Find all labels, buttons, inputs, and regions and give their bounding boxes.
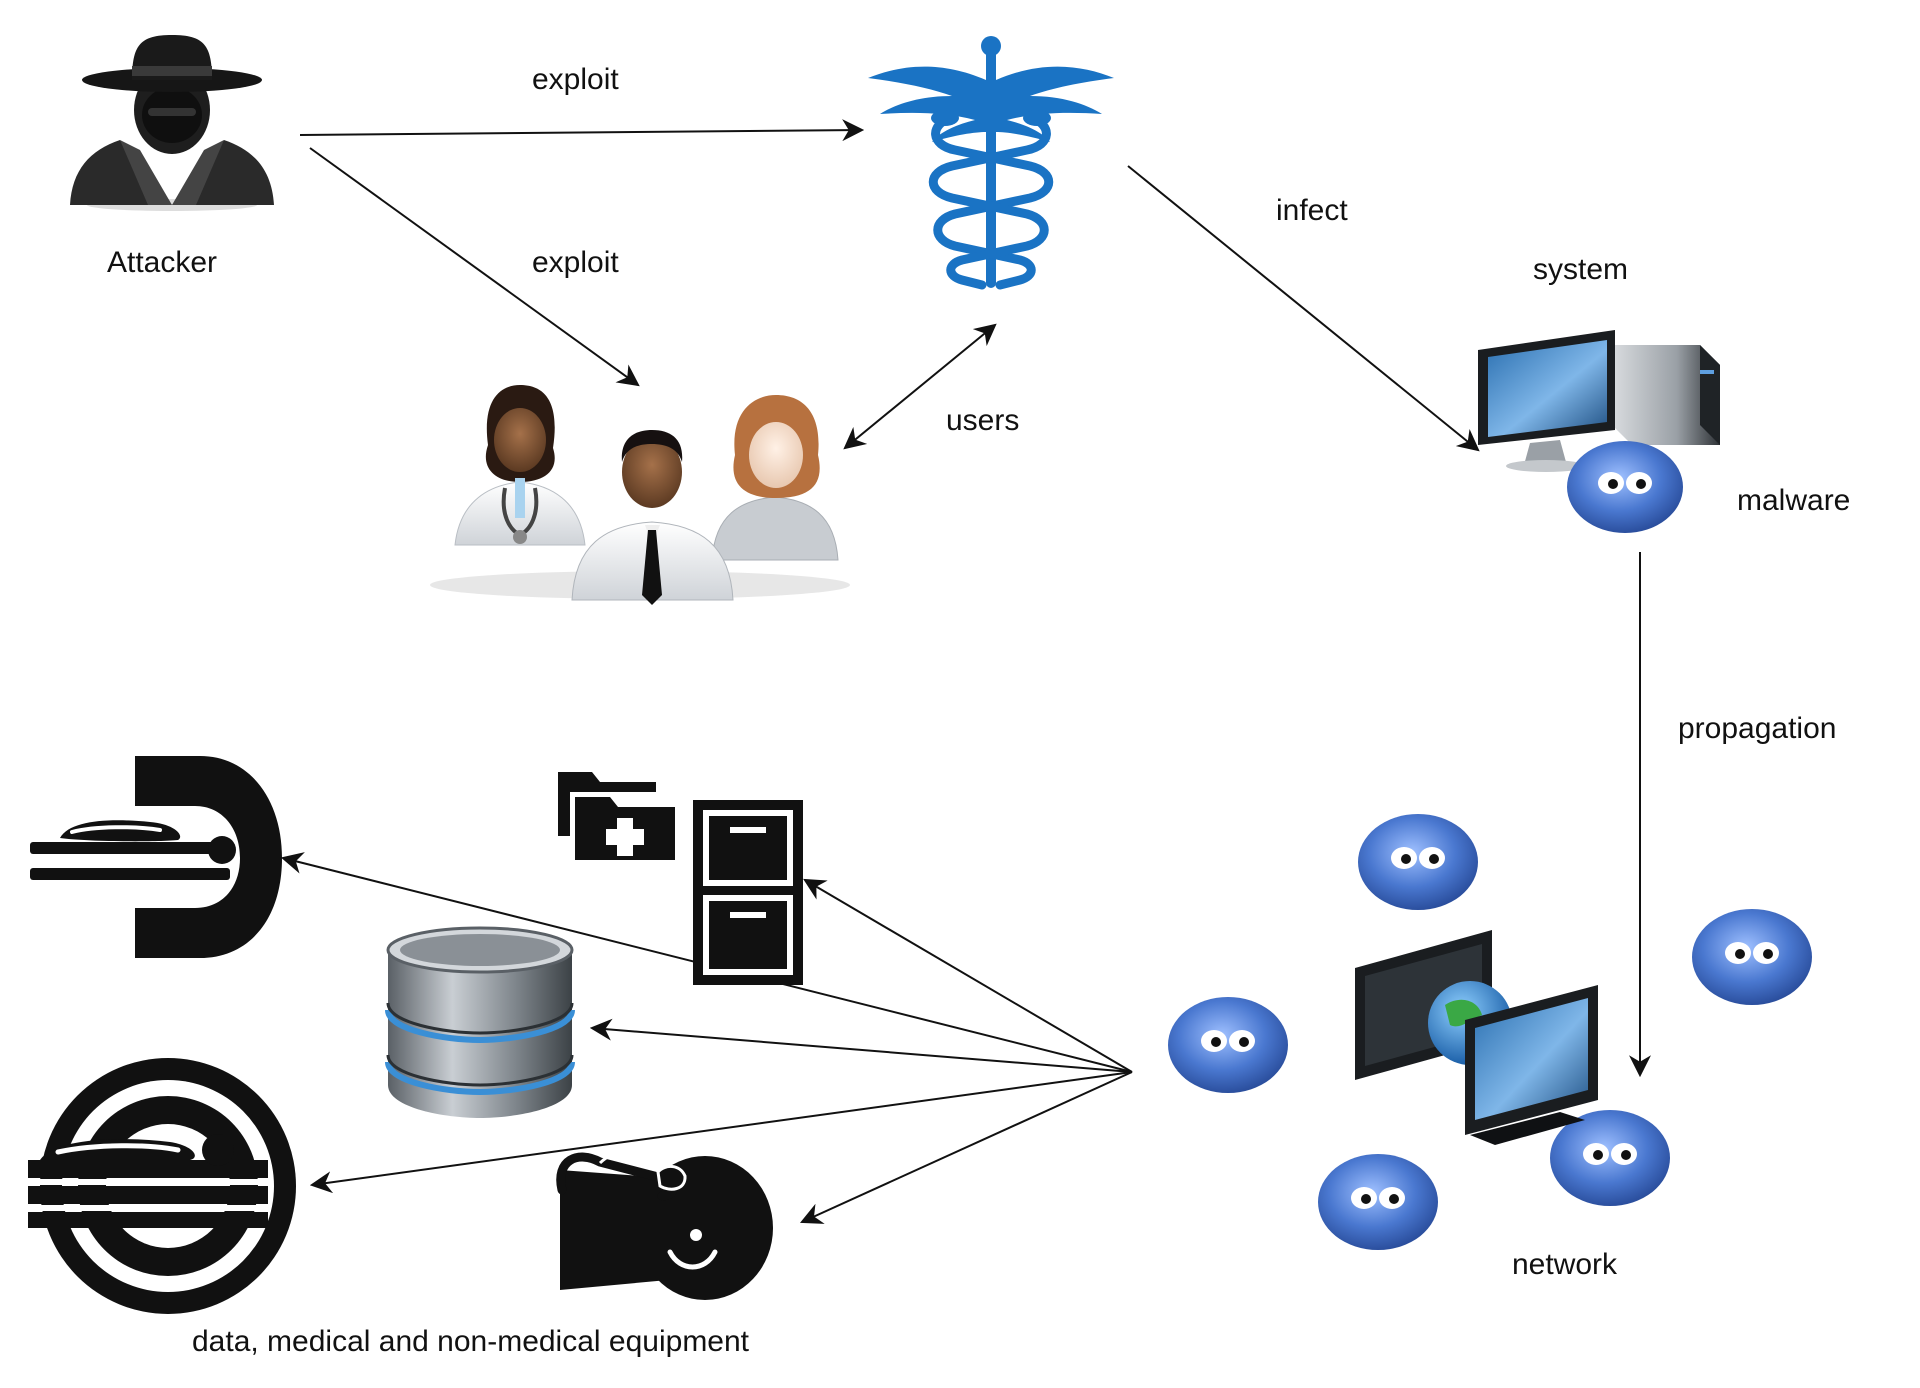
mri-scanner-icon — [28, 1058, 296, 1314]
arrow-to-mri — [309, 1071, 1133, 1194]
computer-system-icon — [1478, 330, 1720, 472]
attacker-icon — [70, 35, 274, 211]
ct-scanner-icon — [30, 756, 282, 958]
exploit-label-top: exploit — [532, 63, 619, 96]
user-female-figure — [711, 395, 839, 561]
ultrasound-icon — [556, 1150, 773, 1300]
malware-icon — [1550, 1110, 1670, 1206]
exploit-label-middle: exploit — [532, 246, 619, 279]
malware-icon — [1692, 909, 1812, 1005]
users-label: users — [946, 404, 1020, 437]
attacker-label: Attacker — [107, 246, 218, 279]
malware-icon — [1318, 1154, 1438, 1250]
assets-label: data, medical and non-medical equipment — [192, 1325, 750, 1358]
users-icon — [430, 385, 850, 605]
doctor-female-figure — [454, 385, 586, 546]
arrow-attacker-to-system — [299, 119, 865, 142]
network-label: network — [1512, 1248, 1618, 1281]
arrow-infect — [1127, 165, 1480, 452]
arrow-to-file-cabinet — [803, 878, 1133, 1073]
malware-label: malware — [1737, 484, 1851, 517]
network-icon — [1355, 930, 1598, 1145]
file-cabinet-icon — [693, 800, 803, 985]
infect-label: infect — [1276, 194, 1348, 227]
medical-folder-icon — [558, 772, 675, 860]
arrow-to-ultrasound — [799, 1071, 1133, 1224]
database-icon — [385, 926, 575, 1118]
malware-icon — [1358, 814, 1478, 910]
caduceus-icon — [868, 36, 1114, 290]
arrow-attacker-to-users — [309, 147, 640, 387]
propagation-label: propagation — [1678, 712, 1837, 745]
arrow-users-system — [843, 323, 997, 450]
malware-icon — [1567, 441, 1683, 533]
malware-icon — [1168, 997, 1288, 1093]
malware-icons — [1168, 441, 1812, 1250]
system-label: system — [1533, 253, 1629, 286]
doctor-male-figure — [571, 430, 734, 605]
arrow-to-database — [589, 1018, 1133, 1073]
